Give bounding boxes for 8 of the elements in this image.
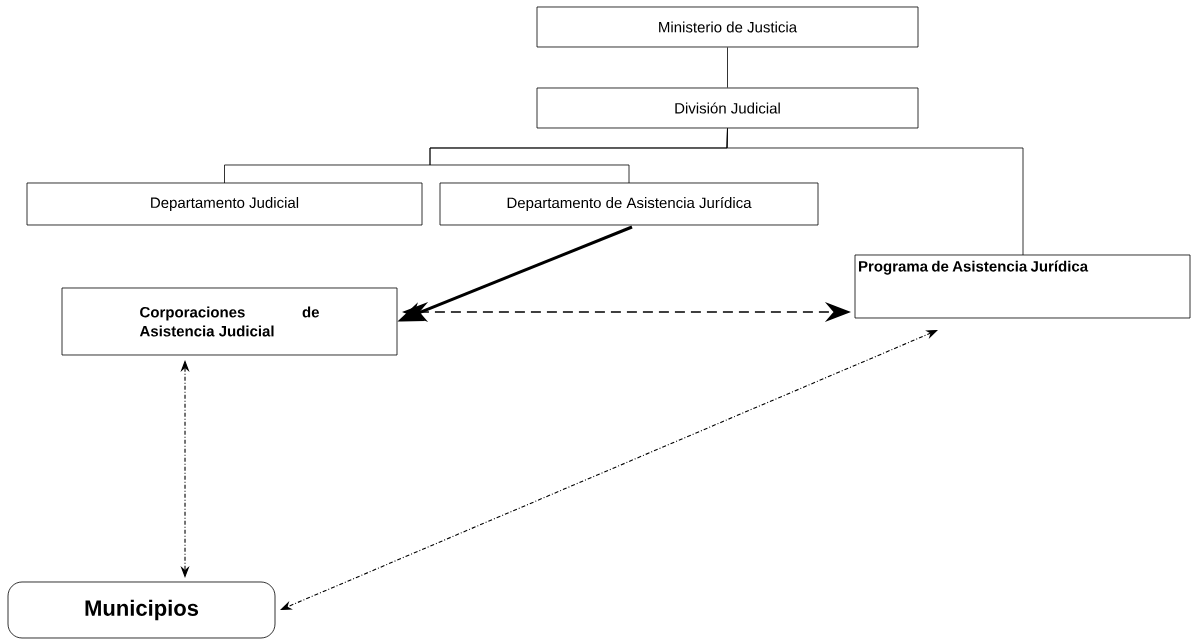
org-box: Departamento de Asistencia Jurídica	[439, 182, 819, 226]
arrow	[280, 330, 938, 610]
org-box: Corporaciones de Asistencia Judicial	[61, 287, 398, 356]
org-box: Departamento Judicial	[26, 182, 423, 226]
org-box: Ministerio de Justicia	[536, 6, 919, 48]
org-box: División Judicial	[536, 87, 919, 129]
rounded-box: Municipios	[7, 581, 276, 639]
org-box: Programa de Asistencia Jurídica	[854, 254, 1191, 319]
